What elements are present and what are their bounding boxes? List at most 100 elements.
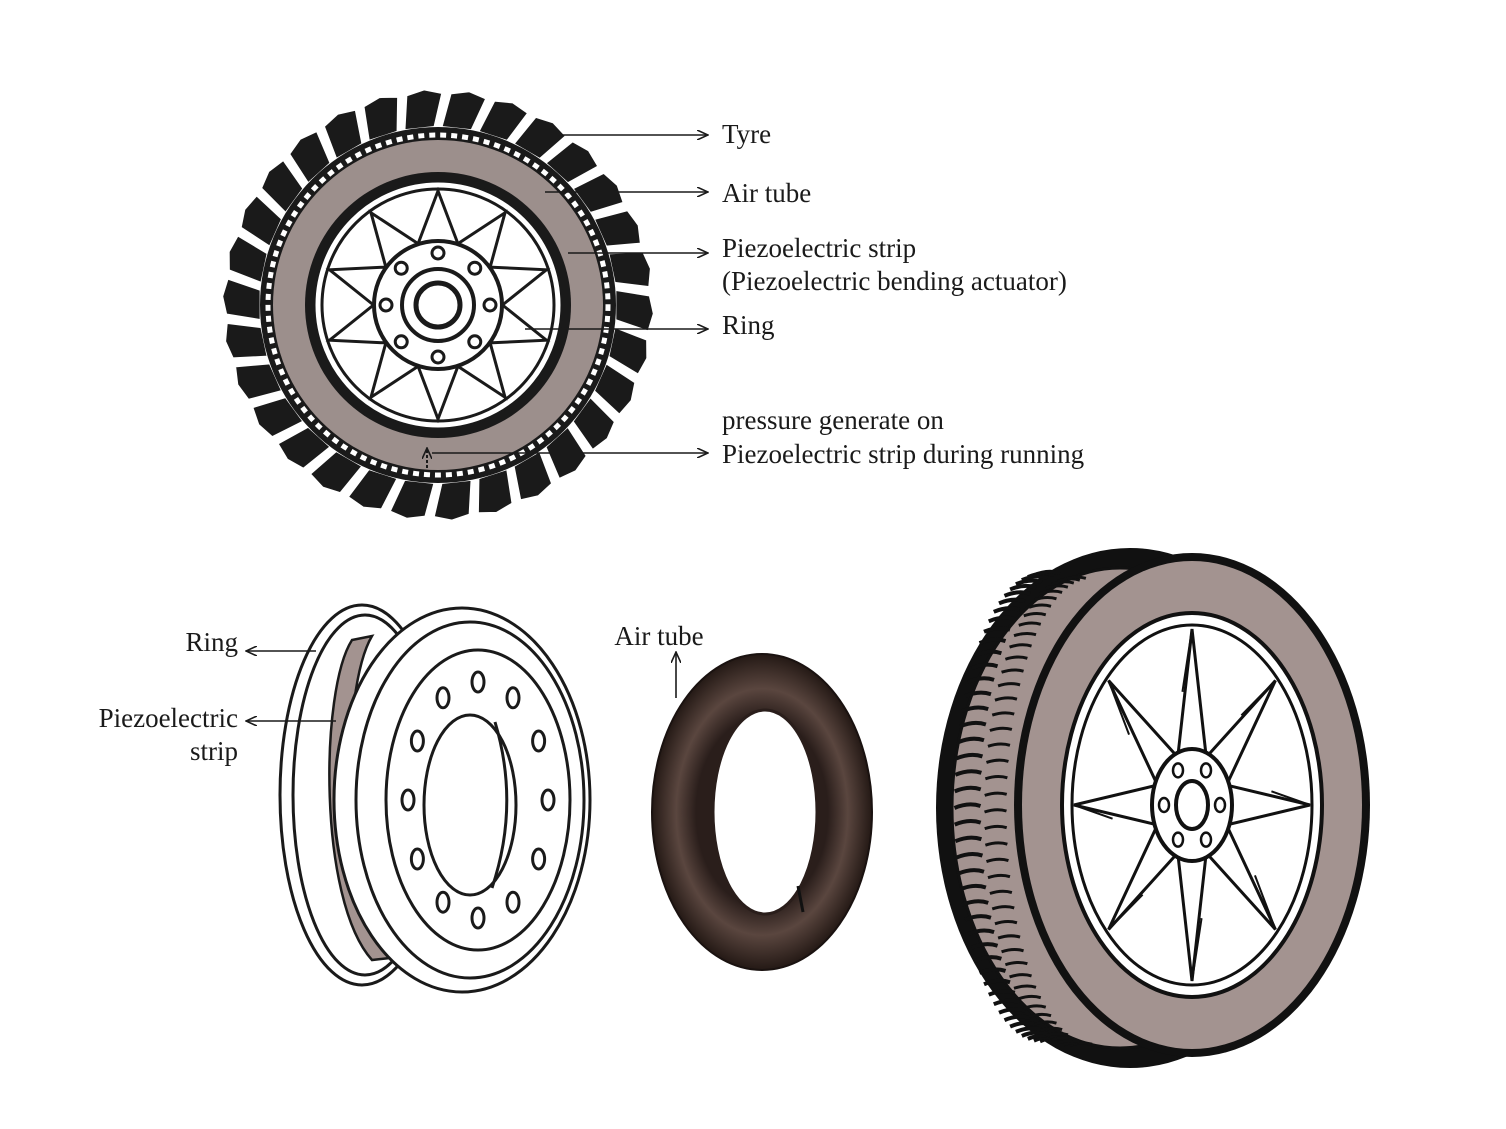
spoke-edge [1181, 628, 1193, 692]
rim-center-seam [490, 721, 509, 889]
spoke [368, 209, 420, 269]
tread-mark [1018, 621, 1042, 627]
lug-bolt [482, 297, 498, 313]
rim-assembly [278, 603, 592, 994]
tyre-3d-figure [936, 548, 1370, 1068]
top-labels: Tyre Air tube Piezoelectric strip (Piezo… [722, 119, 1084, 469]
tread-mark [997, 934, 1021, 940]
tread-mark [1004, 655, 1028, 661]
tread-block [221, 277, 262, 322]
tread-mark [1009, 583, 1037, 592]
bolt-hole [409, 847, 425, 871]
label-piezo-actuator: (Piezoelectric bending actuator) [722, 266, 1067, 296]
spoke [325, 303, 387, 345]
tread-mark [1003, 590, 1032, 598]
hub-bolt [1199, 831, 1213, 848]
label-air-tube: Air tube [722, 178, 811, 208]
rim-bolt-circle [384, 648, 572, 952]
air-tube-figure: Air tube [614, 621, 873, 971]
tread-mark [953, 819, 982, 827]
label-air-tube-bottom: Air tube [614, 621, 703, 651]
bolt-hole [470, 906, 486, 930]
tread-mark [985, 857, 1009, 864]
tread-mark [989, 889, 1013, 895]
rim-bolt-holes [400, 670, 556, 930]
tread-mark [984, 808, 1007, 814]
spoke-edge [1107, 680, 1131, 735]
tread-mark [1045, 584, 1069, 590]
bolt-hole [400, 788, 416, 812]
tread-mark [955, 851, 984, 860]
tread-block [607, 250, 652, 289]
tread-mark [1013, 984, 1037, 990]
spoke-edge [1240, 679, 1277, 717]
spoke-edge [1107, 893, 1144, 931]
lug-bolt [378, 297, 394, 313]
tread-mark [987, 742, 1011, 748]
lug-bolt [393, 334, 409, 350]
tread-block [224, 321, 269, 360]
tread-mark [1009, 643, 1032, 649]
tread-mark [1003, 1014, 1032, 1023]
tread-mark [953, 802, 982, 810]
tread-mark [967, 676, 995, 684]
tread-mark [984, 824, 1008, 831]
label-piezo-strip: Piezoelectric strip [722, 233, 916, 263]
tread-mark [992, 998, 1021, 1007]
tread-mark [961, 899, 989, 907]
tread-mark [1027, 1033, 1055, 1041]
tread-mark [1057, 1039, 1081, 1045]
tread-mark [1023, 1004, 1047, 1010]
bolt-hole [409, 729, 425, 753]
rim-leaders: Ring Piezoelectric strip [99, 627, 336, 766]
tread-mark [1013, 631, 1037, 638]
tread-mark [994, 696, 1018, 702]
bolt-hole [531, 847, 547, 871]
tread-mark [959, 883, 987, 892]
tread-pattern [953, 569, 1093, 1047]
tread-mark [1023, 612, 1047, 618]
tread-mark [989, 726, 1013, 732]
tread-mark [978, 967, 1007, 975]
tread-mark [954, 835, 983, 844]
tread-mark [1034, 596, 1057, 602]
lug-bolt [467, 260, 483, 276]
spoke [416, 186, 460, 245]
label-pressure-2: Piezoelectric strip during running [722, 439, 1084, 469]
tread-mark [1051, 580, 1075, 586]
hub-bolt [1157, 796, 1171, 814]
spoke-edge [1271, 790, 1311, 806]
valve-stem [796, 885, 805, 913]
tread-mark [994, 920, 1018, 926]
lug-bolt [430, 245, 446, 261]
tread-mark [1028, 1012, 1052, 1019]
tread-mark [970, 942, 999, 950]
tread-block [440, 90, 488, 132]
star-spokes [325, 186, 551, 424]
tread-mark [991, 711, 1015, 717]
tread-mark [964, 690, 992, 699]
tread-mark [987, 615, 1016, 624]
tread-mark [983, 978, 1011, 987]
tread-mark [984, 791, 1008, 797]
spoke [325, 265, 387, 307]
bolt-hole [531, 729, 547, 753]
lug-bolts [378, 245, 498, 365]
wheel-spokes-3d [1073, 628, 1311, 982]
tyre-dashed-edge [265, 132, 611, 478]
tread-block [388, 478, 436, 520]
tread-mark [1021, 1030, 1049, 1038]
tread-mark [1033, 569, 1061, 578]
bolt-hole [470, 670, 486, 694]
spoke-edge [1073, 804, 1113, 820]
tread-mark [1015, 578, 1043, 587]
tread-mark [1051, 1036, 1075, 1042]
tread-mark [1063, 575, 1087, 581]
tread-mark [987, 989, 1016, 997]
tread-mark [1039, 589, 1063, 595]
tread-mark [1045, 1032, 1069, 1038]
lug-bolt [467, 334, 483, 350]
label-ring-bottom: Ring [185, 627, 238, 657]
spoke [416, 365, 460, 424]
tread-mark [974, 955, 1003, 963]
